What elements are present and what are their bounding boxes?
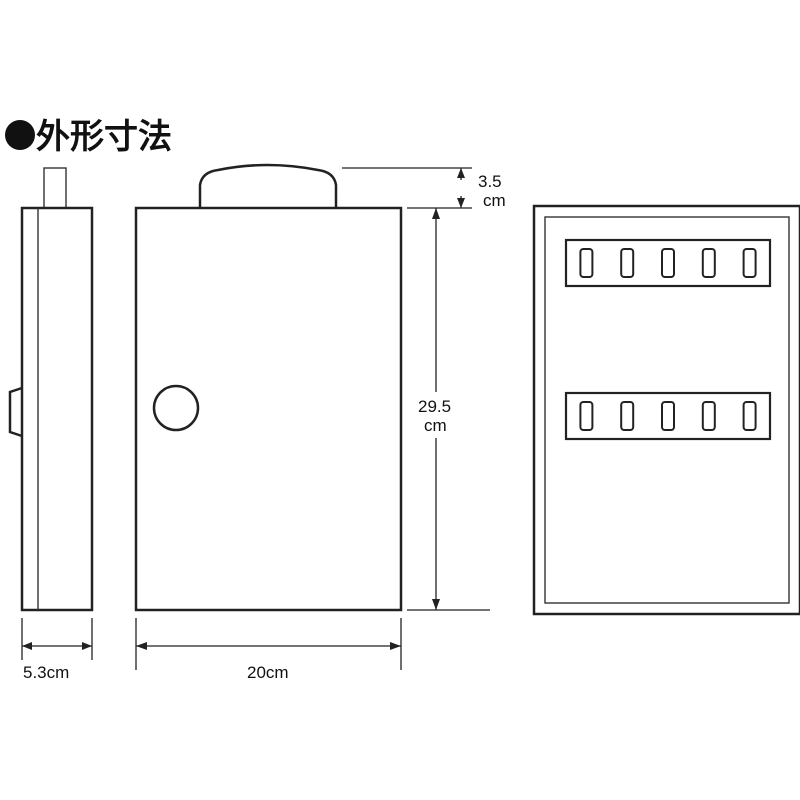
width-arrow-left — [136, 642, 147, 650]
key-hook-slot — [701, 248, 716, 278]
width-arrow-right — [390, 642, 401, 650]
handle-unit: cm — [483, 191, 506, 210]
height-arrow-bottom — [432, 599, 440, 610]
key-hook-slot — [742, 401, 757, 431]
key-hook-slot — [579, 248, 594, 278]
hook-rows — [564, 238, 772, 441]
bullet-icon — [5, 120, 35, 150]
key-hook-slot — [620, 401, 635, 431]
key-hook-slot — [661, 248, 675, 278]
key-hook-slot — [661, 401, 675, 431]
side-lock-bump — [8, 386, 23, 438]
front-handle — [198, 163, 338, 208]
hook-strip — [564, 238, 772, 288]
key-hook-slot — [620, 248, 635, 278]
height-value: 29.5 — [418, 397, 451, 416]
height-arrow-top — [432, 208, 440, 219]
key-hook-slot — [742, 248, 757, 278]
depth-arrow-left — [22, 642, 32, 650]
key-hook-slot — [701, 401, 716, 431]
side-view — [8, 167, 94, 612]
handle-arrow-bottom — [457, 198, 465, 208]
height-unit: cm — [424, 416, 447, 435]
front-view — [134, 163, 403, 612]
side-knob — [43, 167, 67, 209]
width-label: 20cm — [247, 663, 289, 682]
depth-arrow-right — [82, 642, 92, 650]
front-lock — [152, 384, 200, 432]
title-text: 外形寸法 — [36, 117, 172, 157]
handle-arrow-top — [457, 168, 465, 178]
handle-value: 3.5 — [478, 172, 502, 191]
depth-label: 5.3cm — [23, 663, 69, 682]
key-hook-slot — [579, 401, 594, 431]
title: 外形寸法 — [5, 117, 172, 157]
height-dimension: 3.5 cm 29.5 cm — [342, 167, 506, 611]
width-dimension: 20cm — [135, 618, 402, 682]
front-body — [134, 206, 403, 612]
depth-dimension: 5.3cm — [21, 618, 93, 682]
hook-strip — [564, 391, 772, 441]
side-body — [20, 206, 94, 612]
interior-outer — [532, 204, 800, 616]
interior-inner — [544, 216, 790, 604]
interior-view — [532, 204, 800, 616]
